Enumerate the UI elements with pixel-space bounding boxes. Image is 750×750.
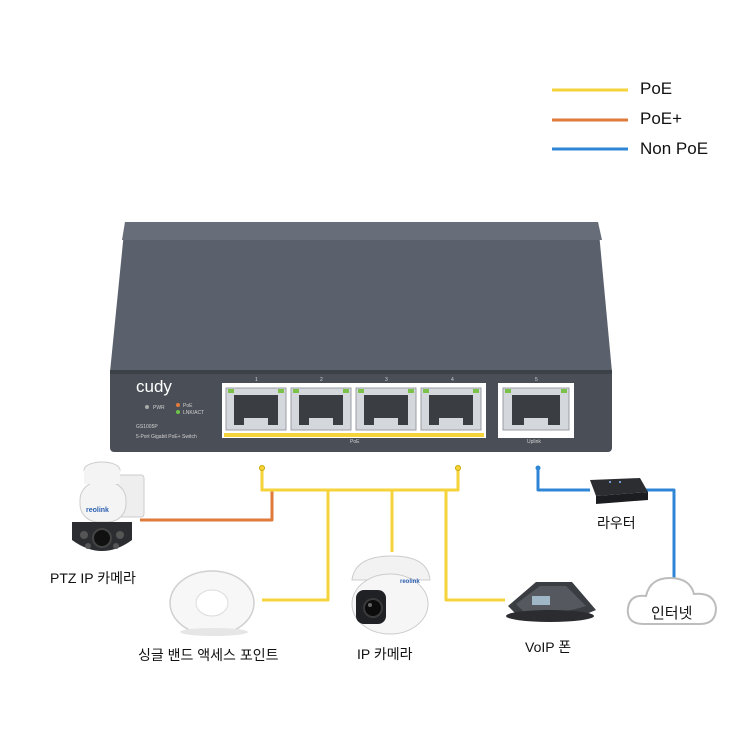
legend-poe-plus-label: PoE+: [640, 109, 683, 128]
access-point-icon: [169, 570, 255, 636]
port-1[interactable]: 1: [225, 377, 287, 431]
led-lnk-label: LNK/ACT: [183, 410, 204, 416]
led-poe-label: PoE: [183, 403, 193, 409]
voip-phone-icon: [506, 582, 596, 622]
router-label: 라우터: [597, 515, 636, 531]
legend: [552, 88, 628, 151]
poe-group-label: PoE: [350, 439, 360, 445]
cloud-icon: [626, 576, 718, 625]
port-number: 3: [385, 377, 388, 383]
port-4[interactable]: 4: [420, 377, 482, 431]
port-5-uplink[interactable]: 5 Uplink: [498, 377, 574, 445]
poe-trunk: [260, 468, 460, 492]
port-3[interactable]: 3: [355, 377, 417, 431]
ipcam-brand: reolink: [400, 579, 420, 585]
led-pwr-label: PWR: [153, 405, 165, 411]
non-poe-link-router: [536, 468, 590, 492]
port-number: 2: [320, 377, 323, 383]
connections: [140, 468, 676, 602]
legend-non-poe-label: Non PoE: [640, 139, 709, 158]
ptz-camera-icon: reolink: [72, 461, 145, 551]
poe-link-ap: [262, 490, 330, 602]
port-number: 4: [451, 377, 454, 383]
port-number: 1: [255, 377, 258, 383]
poe-plus-link-ptz: [140, 468, 274, 522]
non-poe-link-internet: [645, 488, 676, 578]
router-icon: [590, 478, 648, 504]
legend-poe-label: PoE: [640, 79, 673, 98]
ptz-camera-label: PTZ IP 카메라: [50, 570, 136, 586]
uplink-label: Uplink: [527, 439, 541, 445]
poe-switch: cudy PWR PoE LNK/ACT GS1005P 5-Port Giga…: [110, 222, 612, 452]
ip-camera-icon: reolink: [351, 555, 431, 635]
switch-brand: cudy: [136, 377, 172, 396]
internet-label: 인터넷: [651, 605, 693, 622]
access-point-label: 싱글 밴드 액세스 포인트: [138, 647, 279, 663]
switch-model: GS1005P: [136, 424, 158, 430]
poe-link-voip: [444, 490, 505, 602]
port-number: 5: [535, 377, 538, 383]
ip-camera-label: IP 카메라: [357, 646, 413, 662]
ptz-brand: reolink: [86, 507, 109, 514]
port-2[interactable]: 2: [290, 377, 352, 431]
voip-phone-label: VoIP 폰: [525, 639, 572, 655]
switch-description: 5-Port Gigabit PoE+ Switch: [136, 434, 197, 440]
